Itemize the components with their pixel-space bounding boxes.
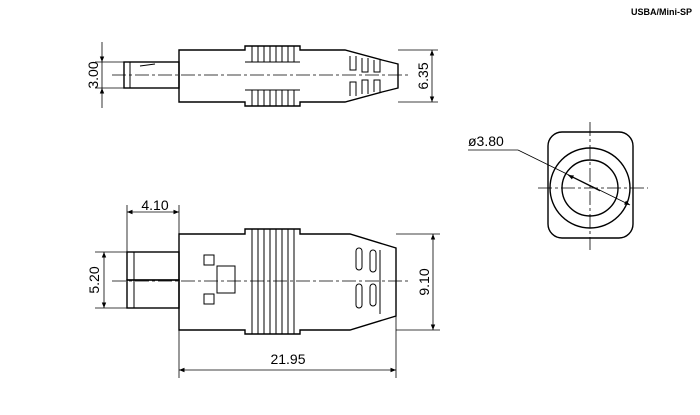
top-view-pin-upper [126, 251, 180, 281]
dim-front-diameter: ø3.80 [468, 133, 504, 149]
front-view [468, 122, 648, 250]
dim-top-pin-width: 5.20 [86, 266, 102, 293]
front-view-housing [547, 131, 634, 239]
drawing-title: USBA/Mini-SP [631, 7, 692, 17]
dim-side-pin-height: 3.00 [85, 61, 101, 88]
top-view [95, 205, 440, 378]
side-view [95, 42, 438, 108]
dim-overall-length: 21.95 [270, 351, 305, 367]
dim-top-pin-length: 4.10 [141, 197, 168, 213]
dim-side-body-height: 6.35 [415, 62, 431, 89]
top-view-pin-lower [126, 279, 180, 309]
dim-top-body-height: 9.10 [416, 268, 432, 295]
